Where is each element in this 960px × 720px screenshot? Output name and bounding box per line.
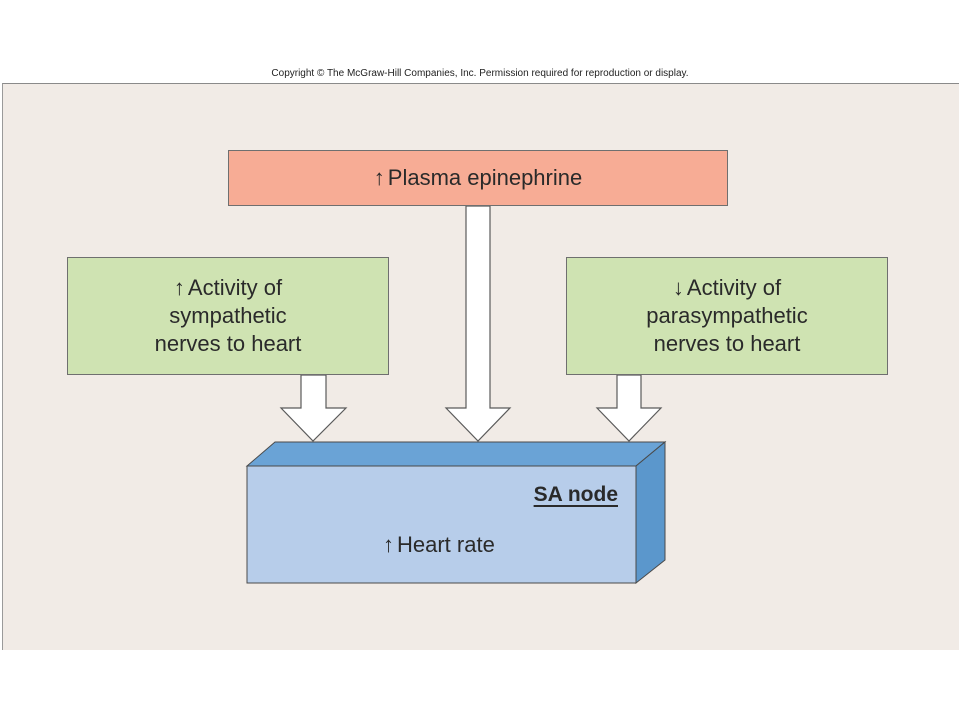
parasympathetic-to-sa-arrow (595, 374, 663, 442)
plasma-epinephrine-box: ↑ Plasma epinephrine (228, 150, 728, 206)
sympathetic-activity-box: ↑Activity of sympathetic nerves to heart (67, 257, 389, 375)
sa-node-title: SA node (533, 483, 618, 506)
parasympathetic-activity-box: ↓Activity of parasympathetic nerves to h… (566, 257, 888, 375)
sympathetic-line-1: Activity of (187, 275, 283, 300)
increase-arrow-icon: ↑ (373, 165, 385, 190)
heart-rate-label: Heart rate (397, 532, 495, 557)
epinephrine-to-sa-arrow (444, 205, 512, 442)
sa-node-top-face (245, 441, 667, 467)
decrease-arrow-icon: ↓ (672, 275, 684, 300)
increase-arrow-icon: ↑ (173, 275, 185, 300)
copyright-notice: Copyright © The McGraw-Hill Companies, I… (271, 68, 689, 79)
parasympathetic-line-3: nerves to heart (653, 331, 801, 356)
sa-node-side-face (635, 440, 666, 585)
heart-rate-effect: ↑Heart rate (383, 532, 603, 558)
sympathetic-line-2: sympathetic (169, 303, 287, 328)
increase-arrow-icon: ↑ (383, 532, 394, 557)
parasympathetic-line-1: Activity of (686, 275, 782, 300)
sympathetic-line-3: nerves to heart (154, 331, 302, 356)
plasma-epinephrine-label: Plasma epinephrine (387, 165, 583, 190)
sa-node-front-face (246, 465, 637, 584)
sympathetic-to-sa-arrow (279, 374, 348, 442)
parasympathetic-line-2: parasympathetic (646, 303, 808, 328)
